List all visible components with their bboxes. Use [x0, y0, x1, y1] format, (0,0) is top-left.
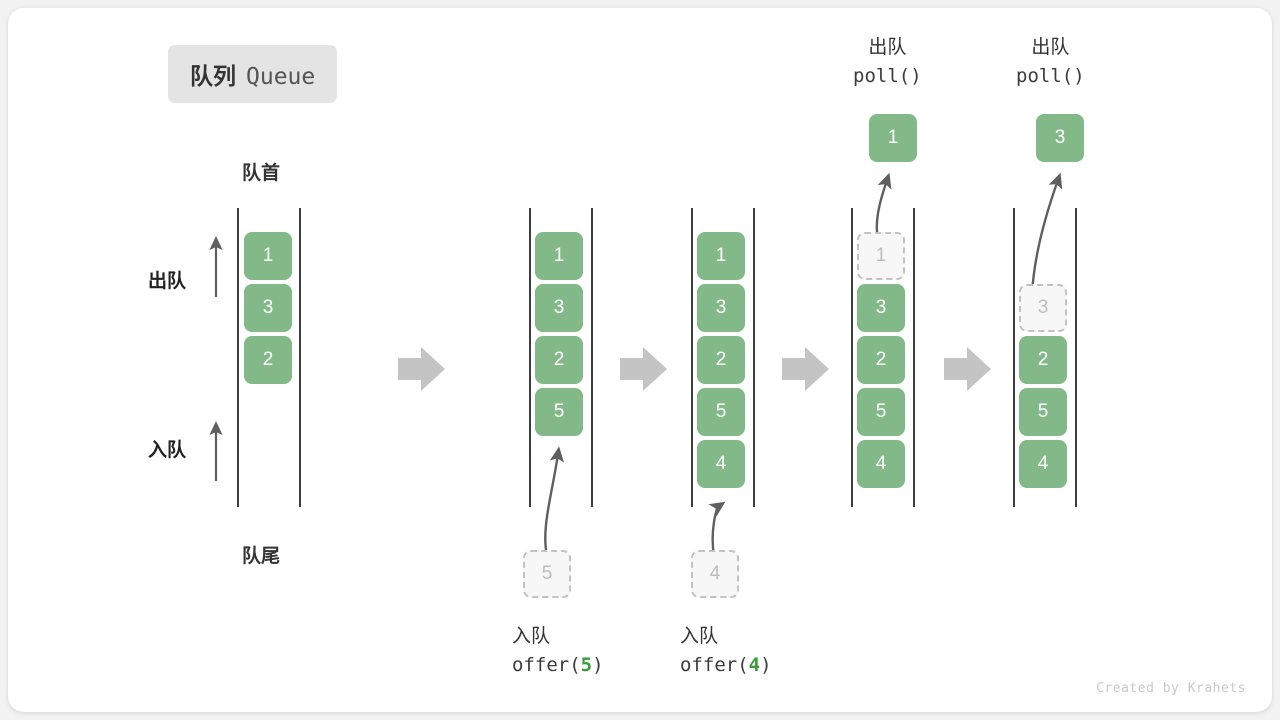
rail-left-col2 [529, 208, 531, 507]
offer-4-code-arg: 4 [748, 654, 761, 677]
poll-3-arrow [1030, 172, 1063, 296]
rail-right-col4 [913, 208, 915, 507]
popped-cell: 1 [869, 114, 917, 162]
poll-1-arrow [875, 172, 892, 240]
poll-1-code-prefix: poll( [853, 65, 911, 88]
offer-4-code-prefix: offer( [680, 654, 749, 677]
credit-watermark: Created by Krahets [1096, 681, 1246, 696]
queue-cell: 2 [535, 336, 583, 384]
offer-5-caption-code: offer(5) [512, 651, 604, 680]
queue-cell: 3 [244, 284, 292, 332]
poll-1-caption-cn: 出队 [868, 37, 907, 58]
queue-cell: 4 [1019, 440, 1067, 488]
queue-cell: 3 [857, 284, 905, 332]
step-arrow-3 [782, 347, 829, 391]
rail-left-col5 [1013, 208, 1015, 507]
poll-1-caption-code: poll() [853, 62, 922, 91]
queue-cell: 2 [697, 336, 745, 384]
incoming-ghost-cell: 4 [691, 550, 739, 598]
incoming-ghost-cell: 5 [523, 550, 571, 598]
step-arrow-1 [398, 347, 445, 391]
offer-5-caption-cn: 入队 [512, 626, 551, 647]
offer-4-caption-cn: 入队 [680, 626, 719, 647]
queue-cell: 2 [857, 336, 905, 384]
offer-5-caption: 入队 offer(5) [512, 622, 604, 681]
head-label: 队首 [242, 163, 281, 184]
poll-3-caption-code: poll() [1016, 62, 1085, 91]
queue-cell: 3 [697, 284, 745, 332]
rail-right-col2 [591, 208, 593, 507]
rail-left-col3 [691, 208, 693, 507]
rail-right-col3 [753, 208, 755, 507]
queue-cell: 5 [535, 388, 583, 436]
step-arrow-2 [620, 347, 667, 391]
rail-right-col1 [299, 208, 301, 507]
rail-right-col5 [1075, 208, 1077, 507]
title-badge: 队列 Queue [168, 45, 338, 103]
offer-4-caption: 入队 offer(4) [680, 622, 772, 681]
queue-cell: 5 [697, 388, 745, 436]
popped-cell: 3 [1036, 114, 1084, 162]
queue-cell-ghost: 1 [857, 232, 905, 280]
vector-overlay [209, 172, 1063, 557]
title-cn: 队列 [190, 63, 236, 89]
poll-1-caption: 出队 poll() [853, 33, 922, 92]
queue-cell: 2 [244, 336, 292, 384]
queue-cell: 5 [1019, 388, 1067, 436]
dequeue-label: 出队 [148, 271, 187, 292]
tail-label: 队尾 [242, 546, 281, 567]
queue-cell: 3 [535, 284, 583, 332]
queue-cell: 4 [857, 440, 905, 488]
poll-3-code-suffix: ) [1073, 65, 1085, 88]
rail-left-col4 [851, 208, 853, 507]
queue-cell: 2 [1019, 336, 1067, 384]
offer-4-arrow [708, 501, 726, 557]
offer-5-code-arg: 5 [580, 654, 593, 677]
poll-3-code-prefix: poll( [1016, 65, 1074, 88]
diagram-stage: 队列 Queue 队首 队尾 出队 入队 1 3 2 1 3 2 5 5 入队 … [8, 8, 1272, 712]
offer-4-code-suffix: ) [760, 654, 772, 677]
enqueue-label: 入队 [148, 440, 187, 461]
offer-5-code-suffix: ) [592, 654, 604, 677]
poll-3-caption: 出队 poll() [1016, 33, 1085, 92]
queue-cell: 1 [244, 232, 292, 280]
diagram-card: 队列 Queue 队首 队尾 出队 入队 1 3 2 1 3 2 5 5 入队 … [8, 8, 1272, 712]
offer-5-code-prefix: offer( [512, 654, 581, 677]
poll-3-caption-cn: 出队 [1031, 37, 1070, 58]
queue-cell: 1 [697, 232, 745, 280]
poll-1-code-suffix: ) [910, 65, 922, 88]
title-en: Queue [246, 64, 316, 90]
queue-cell: 1 [535, 232, 583, 280]
rail-left-col1 [237, 208, 239, 507]
queue-cell: 5 [857, 388, 905, 436]
queue-cell-ghost: 3 [1019, 284, 1067, 332]
offer-4-caption-code: offer(4) [680, 651, 772, 680]
step-arrow-4 [944, 347, 991, 391]
offer-5-arrow [544, 446, 565, 557]
queue-cell: 4 [697, 440, 745, 488]
